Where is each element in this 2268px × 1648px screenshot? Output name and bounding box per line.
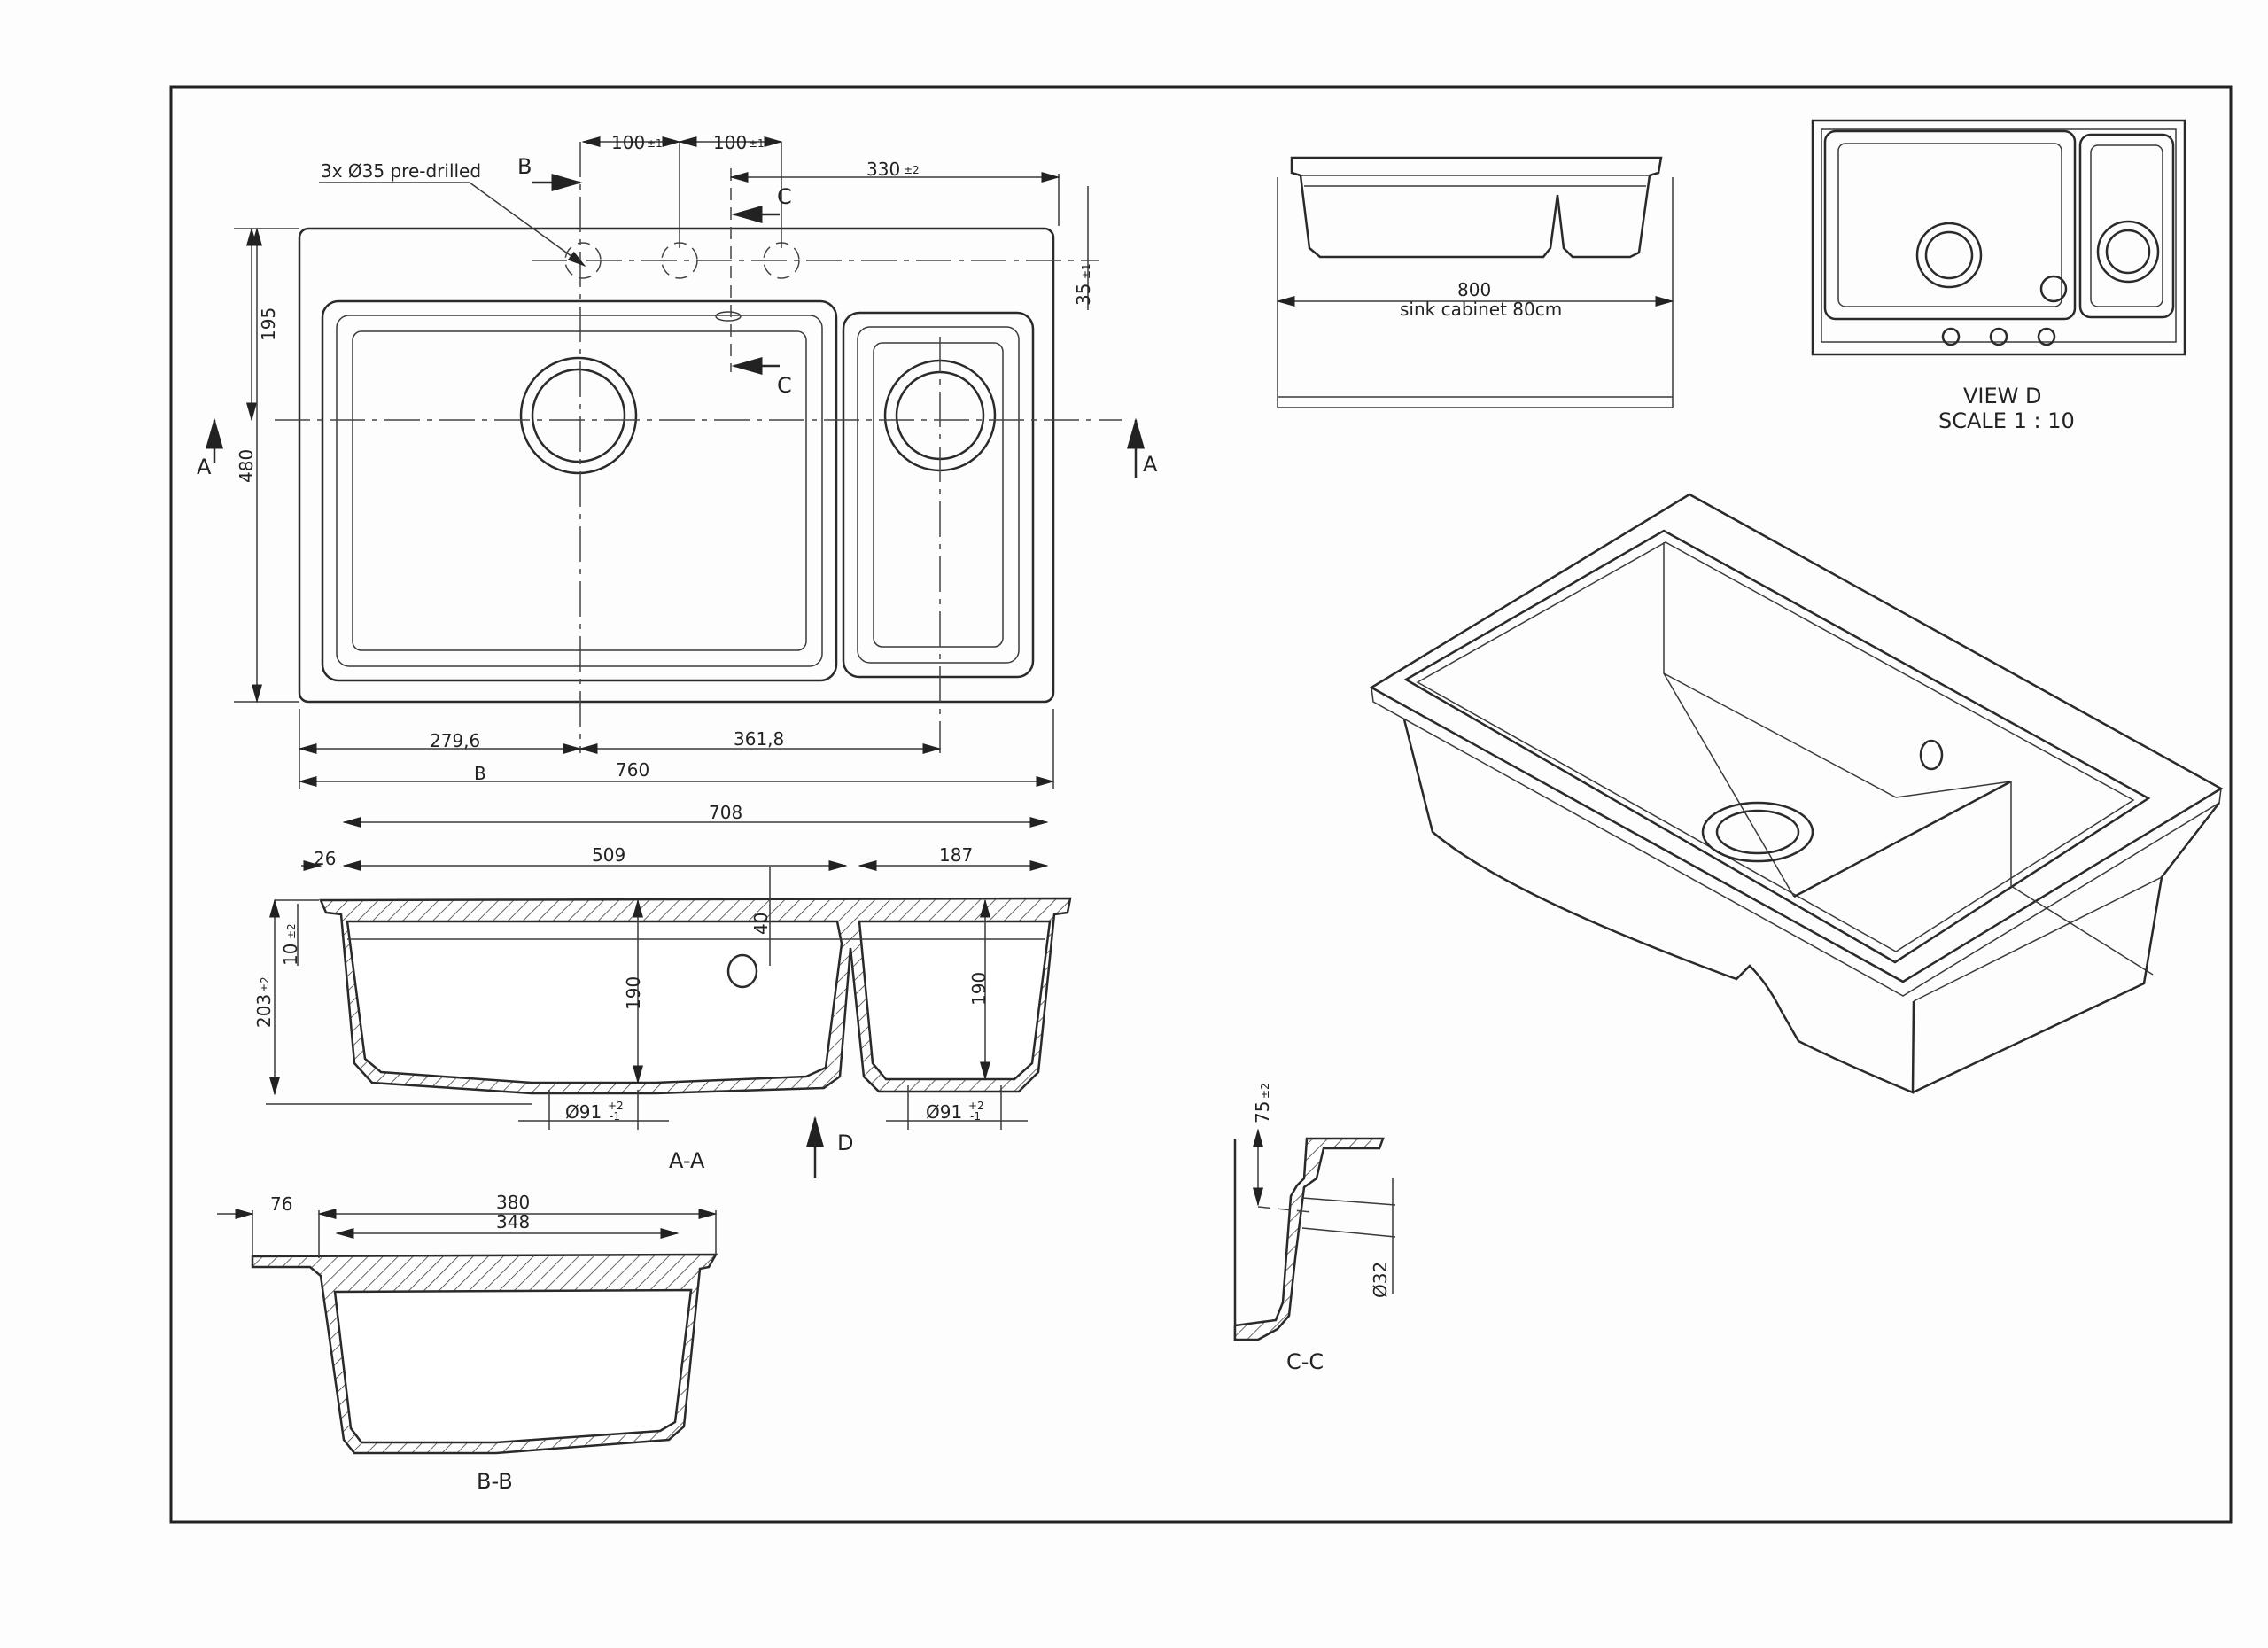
dim-tolerance: ±1	[1080, 263, 1092, 279]
dim-bb-flange: 76	[270, 1193, 292, 1215]
section-marker-b: B	[474, 763, 486, 784]
dim-small-depth: 190	[968, 972, 990, 1006]
dim-width: 760	[616, 759, 649, 781]
dim-tolerance: ±2	[285, 923, 298, 939]
section-marker-c: C	[777, 184, 792, 209]
dim-cc-hole-dia: Ø32	[1370, 1262, 1391, 1298]
section-label-c-c: C-C	[1286, 1349, 1324, 1374]
dim-height: 203	[253, 994, 275, 1028]
dim-bb-outer: 380	[496, 1192, 530, 1213]
dim-depth-to-center: 195	[258, 307, 279, 341]
section-marker-b: B	[517, 154, 532, 179]
sheet-border	[169, 85, 2233, 1524]
section-label-b-b: B-B	[477, 1469, 513, 1494]
dim-rim: 10	[280, 944, 301, 966]
overflow-slot	[715, 311, 742, 322]
view-d-scale: SCALE 1 : 10	[1938, 408, 2075, 433]
dim-drain-to-drain: 361,8	[734, 728, 784, 750]
section-c-c: 75 ±2 Ø32 C-C	[1233, 1083, 1396, 1374]
sink-outline	[298, 227, 1055, 704]
section-marker-a: A	[1143, 452, 1158, 477]
dim-tolerance: +2	[608, 1100, 624, 1112]
side-view-width: 800	[1457, 279, 1491, 300]
dim-cc-hole-height: 75	[1252, 1101, 1273, 1123]
dim-depth: 480	[236, 449, 257, 483]
iso-overflow	[1919, 739, 1944, 771]
dim-hole-spacing-1: 100	[611, 132, 645, 153]
dim-tolerance: ±2	[1259, 1083, 1271, 1099]
section-b-b: 76 380 348 B-B	[217, 1192, 718, 1494]
dim-tolerance: ±2	[259, 976, 271, 992]
dim-drain-2: Ø91	[926, 1101, 962, 1123]
large-bowl	[321, 299, 838, 682]
dim-left-to-drain: 279,6	[430, 730, 480, 751]
dim-small-bowl: 187	[939, 844, 973, 866]
side-view: 800 sink cabinet 80cm	[1276, 156, 1674, 408]
top-view: 100 ±1 100 ±1 330 ±2 35 ±1 195 480 279,6…	[197, 132, 1158, 789]
small-bowl	[842, 311, 1035, 679]
predrilled-note: 3x Ø35 pre-drilled	[321, 160, 481, 182]
overflow-hole	[726, 953, 758, 989]
iso-drain	[1701, 801, 1814, 863]
section-label-a-a: A-A	[669, 1148, 705, 1173]
dim-hole-edge: 35	[1073, 284, 1094, 306]
dim-hole-spacing-2: 100	[713, 132, 747, 153]
dim-overflow: 40	[750, 913, 772, 935]
isometric-view	[1369, 493, 2224, 1094]
dim-bb-inner: 348	[496, 1211, 530, 1232]
large-drain	[519, 356, 638, 475]
section-marker-c: C	[777, 373, 792, 398]
view-marker-d: D	[837, 1131, 853, 1155]
dim-tolerance: ±1	[647, 137, 663, 150]
view-d: VIEW D SCALE 1 : 10	[1811, 119, 2186, 433]
dim-big-bowl: 509	[592, 844, 625, 866]
dim-inner-width: 708	[709, 802, 742, 823]
dim-tolerance: ±1	[749, 137, 765, 150]
dim-drain-1: Ø91	[565, 1101, 602, 1123]
view-d-title: VIEW D	[1963, 384, 2042, 408]
dim-flange: 26	[314, 848, 336, 869]
dim-big-depth: 190	[623, 976, 644, 1010]
section-a-a: 708 26 509 187 190 190 40 203 ±2 10 ±2 Ø…	[253, 802, 1072, 1178]
dim-tolerance: ±2	[904, 164, 920, 176]
side-view-note: sink cabinet 80cm	[1400, 299, 1562, 320]
dim-tolerance: -1	[970, 1110, 981, 1123]
dim-tolerance: +2	[968, 1100, 984, 1112]
dim-c-offset: 330	[866, 159, 900, 180]
dim-tolerance: -1	[610, 1110, 620, 1123]
section-marker-a: A	[197, 455, 212, 479]
